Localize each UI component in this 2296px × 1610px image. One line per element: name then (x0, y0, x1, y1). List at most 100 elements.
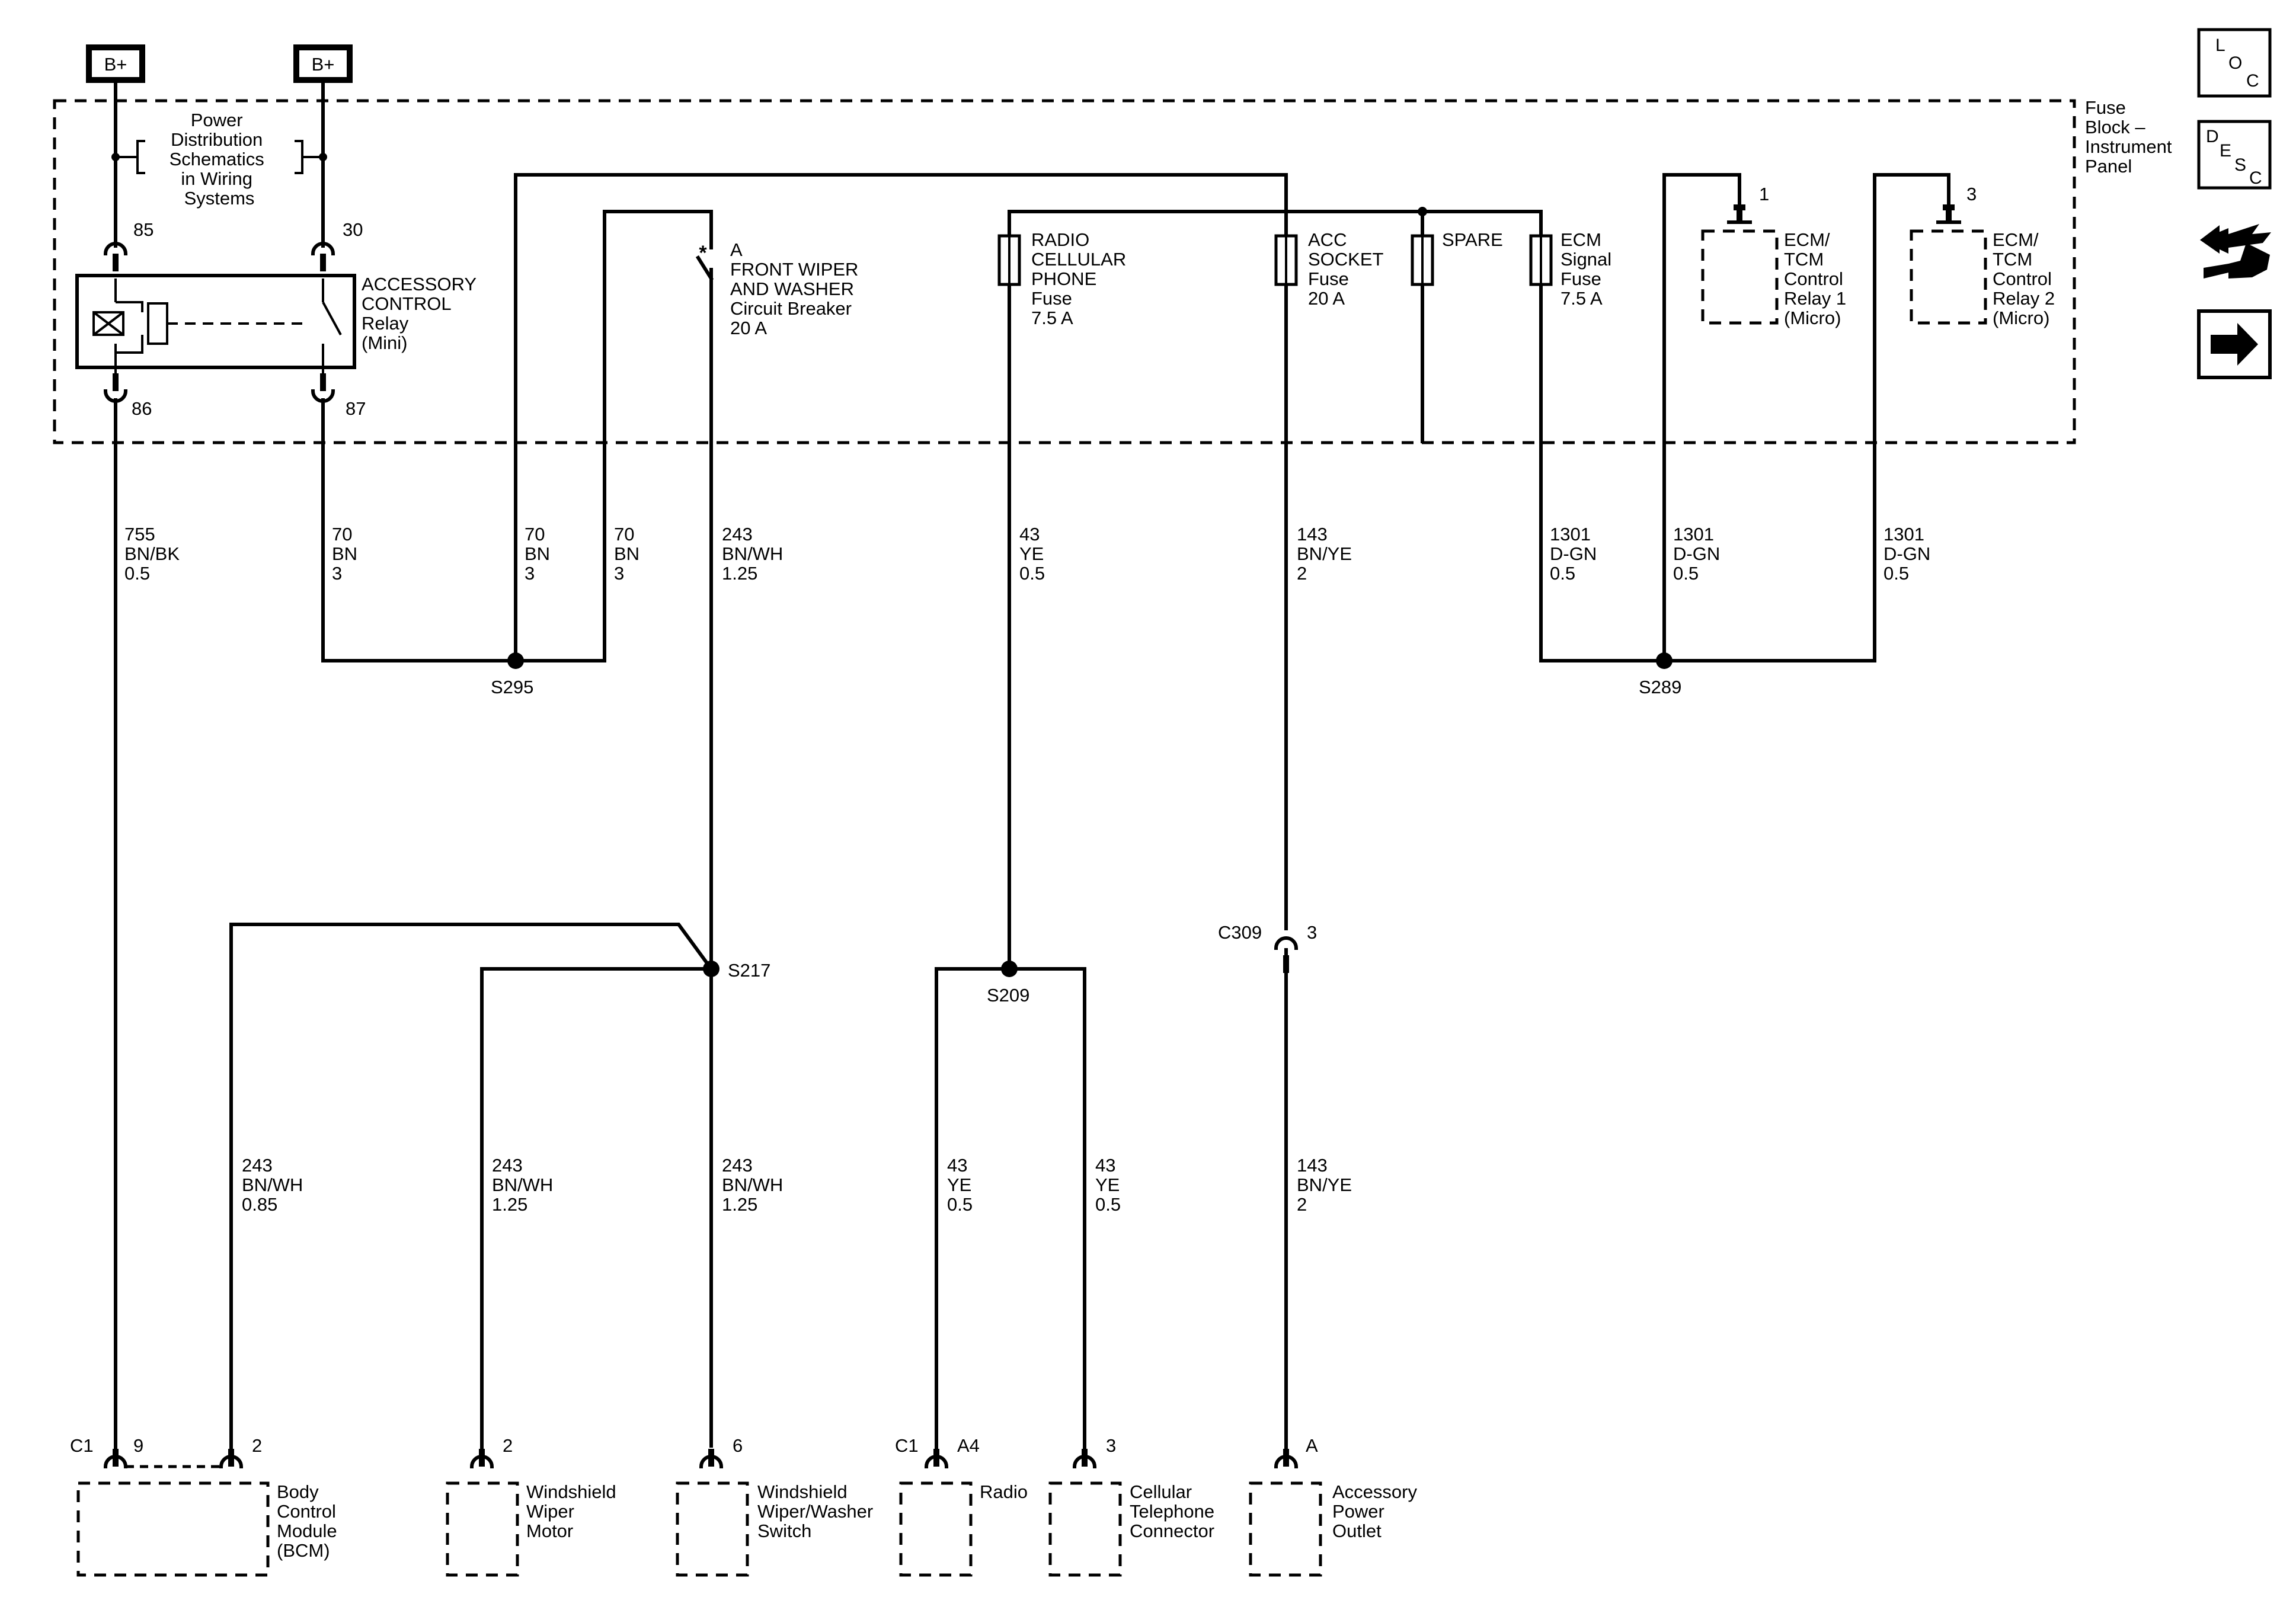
component-cellular-connector: 3 Cellular Telephone Connector (1048, 1435, 1220, 1577)
svg-text:B+: B+ (312, 54, 335, 75)
front-wiper-circuit-breaker: * A FRONT WIPER AND WASHER Circuit Break… (695, 239, 864, 338)
svg-text:3: 3 (1966, 184, 1977, 204)
relay-pin-87: 87 (311, 373, 366, 419)
svg-text:E: E (2220, 141, 2231, 161)
svg-text:B+: B+ (104, 54, 127, 75)
svg-text:ECM/ TCM Control: ECM/ TCM Control Relay 2 (Micro) (1993, 229, 2060, 328)
desc-icon[interactable]: D E S C (2197, 120, 2272, 190)
component-pins (103, 1449, 1299, 1469)
wire-70-bus (514, 173, 1288, 1451)
svg-text:L: L (2215, 36, 2225, 55)
power-distribution-note: Power Distribution Schematics in Wiring … (111, 110, 327, 209)
fuse-block-label: Fuse Block – Instrument Panel (2085, 97, 2177, 177)
svg-text:*: * (699, 242, 707, 264)
svg-text:86: 86 (132, 398, 152, 419)
svg-text:ECM/ TCM Control: ECM/ TCM Control Relay 1 (Micro) (1784, 229, 1851, 328)
svg-text:9: 9 (133, 1435, 143, 1456)
svg-text:Radio: Radio (980, 1481, 1028, 1502)
splice-s217: S217 (703, 960, 770, 981)
fuse-radio-cellular: RADIO CELLULAR PHONE Fuse 7.5 A (997, 229, 1126, 328)
connector-end-view-icon[interactable] (2200, 224, 2271, 279)
svg-text:C: C (2246, 71, 2259, 91)
loc-icon[interactable]: L O C (2197, 28, 2272, 98)
splice-s295: S295 (491, 652, 533, 697)
svg-text:87: 87 (346, 398, 366, 419)
fuse-ecm-signal: ECM Signal Fuse 7.5 A (1529, 229, 1611, 309)
wire-43-cell (1008, 967, 1086, 1451)
relay-pin-86: 86 (103, 373, 152, 419)
svg-text:30: 30 (343, 219, 363, 240)
wire-243-motor (480, 967, 713, 1451)
svg-text:S: S (2234, 155, 2246, 175)
component-wiper-washer-switch: 6 Windshield Wiper/Washer Switch (676, 1435, 878, 1577)
bplus-terminal-right: B+ (293, 44, 353, 83)
svg-text:85: 85 (133, 219, 154, 240)
svg-text:A FRONT WIPER AND: A FRONT WIPER AND WASHER Circuit Breaker… (730, 239, 864, 338)
wire-70-relay (321, 398, 517, 662)
svg-text:SPARE: SPARE (1442, 229, 1503, 250)
svg-text:S217: S217 (728, 960, 770, 981)
component-accessory-power-outlet: A Accessory Power Outlet (1249, 1435, 1422, 1577)
svg-text:ACCESSORY CONTROL: ACCESSORY CONTROL Relay (Mini) (362, 274, 481, 353)
svg-text:6: 6 (733, 1435, 743, 1456)
svg-text:C1: C1 (895, 1435, 919, 1456)
svg-text:C1: C1 (70, 1435, 94, 1456)
svg-text:3: 3 (1106, 1435, 1116, 1456)
svg-text:Cellular Telephone: Cellular Telephone Connector (1130, 1481, 1220, 1541)
fuse-spare: SPARE (1411, 229, 1503, 286)
connector-c309: C309 3 (1218, 922, 1317, 973)
svg-text:D: D (2206, 127, 2219, 146)
wire-70-breaker (514, 210, 713, 662)
ecm-tcm-relay-2: 3 ECM/ TCM Control Relay 2 (Micro) (1910, 184, 2060, 328)
svg-text:Windshield Wiper/Washer: Windshield Wiper/Washer Switch (757, 1481, 878, 1541)
fuse-acc-socket: ACC SOCKET Fuse 20 A (1274, 229, 1384, 309)
wire-43-radio (935, 967, 1011, 1451)
ecm-tcm-relay-1: 1 ECM/ TCM Control Relay 1 (Micro) (1701, 184, 1851, 328)
relay-pin-30: 30 (311, 219, 363, 271)
svg-text:Accessory Power Ou: Accessory Power Outlet (1332, 1481, 1422, 1541)
svg-text:A: A (1306, 1435, 1318, 1456)
svg-text:2: 2 (503, 1435, 513, 1456)
svg-text:2: 2 (252, 1435, 262, 1456)
component-radio: C1 A4 Radio (895, 1435, 1028, 1577)
svg-text:Power Distribution: Power Distribution Schematics in Wiring … (170, 110, 270, 209)
next-page-arrow-icon[interactable] (2197, 309, 2272, 379)
svg-text:Body Control Modul: Body Control Module (BCM) (277, 1481, 342, 1561)
svg-text:O: O (2228, 53, 2242, 73)
svg-text:S289: S289 (1639, 677, 1681, 697)
relay-pin-85: 85 (103, 219, 154, 271)
bplus-terminal-left: B+ (86, 44, 145, 83)
wire-243-bcm (229, 923, 714, 1451)
accessory-control-relay: ACCESSORY CONTROL Relay (Mini) (75, 81, 481, 382)
